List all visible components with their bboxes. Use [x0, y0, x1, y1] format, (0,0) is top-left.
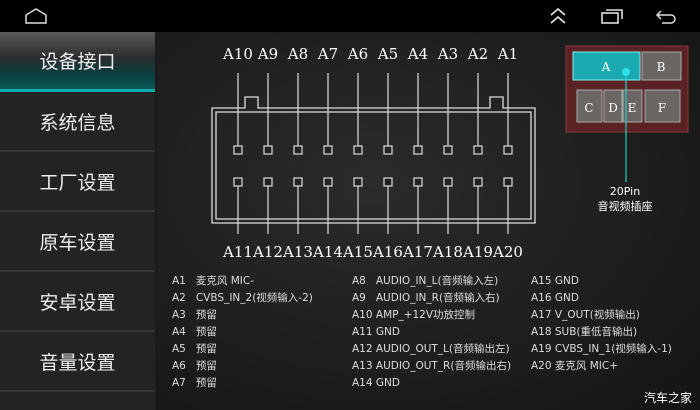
- pin-label-bottom: A19: [462, 243, 493, 261]
- pin-label-bottom: A17: [402, 243, 433, 261]
- pin-top: [413, 145, 423, 155]
- pin-bottom: [383, 177, 393, 187]
- sidebar-item-volume-settings[interactable]: 音量设置: [0, 332, 155, 392]
- pin-label-top: A2: [467, 45, 488, 63]
- pin-label-bottom: A20: [492, 243, 523, 261]
- legend-item: A5 预留: [172, 343, 217, 355]
- pin-bottom: [353, 177, 363, 187]
- legend-item: A3 预留: [172, 309, 217, 321]
- legend-item: A18 SUB(重低音输出): [531, 326, 638, 338]
- pin-label-top: A10: [222, 45, 253, 63]
- legend-item: A10 AMP_+12V功放控制: [352, 309, 476, 321]
- home-icon[interactable]: [24, 6, 48, 26]
- pin-top: [293, 145, 303, 155]
- plug-cell-d: D: [608, 101, 618, 115]
- recent-apps-icon[interactable]: [600, 6, 624, 26]
- selected-plug-marker: [622, 68, 630, 76]
- plug-cell-e: E: [628, 101, 637, 115]
- pin-top: [263, 145, 273, 155]
- legend-item: A4 预留: [172, 326, 217, 338]
- pin-bottom: [443, 177, 453, 187]
- expand-up-icon[interactable]: [546, 6, 570, 26]
- legend-item: A11 GND: [352, 326, 400, 338]
- pin-label-top: A5: [377, 45, 398, 63]
- pin-label-top: A4: [407, 45, 428, 63]
- pin-top: [473, 145, 483, 155]
- legend-item: A14 GND: [352, 377, 400, 389]
- pin-label-bottom: A14: [312, 243, 343, 261]
- pin-label-bottom: A16: [372, 243, 403, 261]
- sidebar: 设备接口 系统信息 工厂设置 原车设置 安卓设置 音量设置: [0, 32, 155, 410]
- sidebar-item-factory-settings[interactable]: 工厂设置: [0, 152, 155, 212]
- back-icon[interactable]: [654, 6, 678, 26]
- legend-item: A19 CVBS_IN_1(视频输入-1): [531, 343, 672, 355]
- pin-label-top: A3: [437, 45, 458, 63]
- plug-cell-a: A: [601, 60, 611, 74]
- legend-item: A7 预留: [172, 377, 217, 389]
- legend-item: A9 AUDIO_IN_R(音频输入右): [352, 292, 500, 304]
- pin-bottom: [323, 177, 333, 187]
- sidebar-item-device-interface[interactable]: 设备接口: [0, 32, 155, 92]
- pin-label-top: A9: [257, 45, 278, 63]
- pin-bottom: [503, 177, 513, 187]
- pin-label-top: A6: [347, 45, 368, 63]
- pin-label-top: A1: [497, 45, 518, 63]
- legend-item: A6 预留: [172, 360, 217, 372]
- pin-label-bottom: A13: [282, 243, 313, 261]
- pin-top: [233, 145, 243, 155]
- connector-housing: [211, 96, 536, 224]
- nav-bar: [0, 0, 700, 32]
- pin-top: [323, 145, 333, 155]
- pin-label-bottom: A15: [342, 243, 373, 261]
- pin-label-bottom: A11: [222, 243, 253, 261]
- sidebar-item-car-settings[interactable]: 原车设置: [0, 212, 155, 272]
- watermark: 汽车之家: [643, 391, 692, 405]
- legend-item: A16 GND: [531, 292, 579, 304]
- plug-label-name: 音视频插座: [597, 200, 653, 213]
- plug-diagram: A B C D E F: [565, 45, 689, 182]
- pin-top: [503, 145, 513, 155]
- legend-column-3: A15 GND A16 GND A17 V_OUT(视频输出) A18 SUB(…: [531, 273, 672, 375]
- plug-cell-f: F: [658, 101, 666, 115]
- pin-label-bottom: A12: [252, 243, 283, 261]
- legend-item: A1 麦克风 MIC-: [172, 275, 254, 287]
- pin-bottom: [473, 177, 483, 187]
- pin-label-top: A8: [287, 45, 308, 63]
- legend-item: A8 AUDIO_IN_L(音频输入左): [352, 275, 499, 287]
- pin-top: [353, 145, 363, 155]
- plug-label-pins: 20Pin: [609, 185, 641, 198]
- pin-top: [443, 145, 453, 155]
- legend-item: A12 AUDIO_OUT_L(音频输出左): [352, 343, 510, 355]
- plug-cell-c: C: [584, 101, 593, 115]
- legend-column-2: A8 AUDIO_IN_L(音频输入左) A9 AUDIO_IN_R(音频输入右…: [352, 273, 511, 392]
- legend-column-1: A1 麦克风 MIC- A2 CVBS_IN_2(视频输入-2) A3 预留 A…: [172, 273, 313, 392]
- legend-item: A2 CVBS_IN_2(视频输入-2): [172, 292, 313, 304]
- pin-bottom: [263, 177, 273, 187]
- legend-item: A15 GND: [531, 275, 579, 287]
- pin-bottom: [293, 177, 303, 187]
- legend-item: A20 麦克风 MIC+: [531, 360, 619, 372]
- plug-cell-b: B: [657, 60, 666, 74]
- pin-bottom: [233, 177, 243, 187]
- legend-item: A13 AUDIO_OUT_R(音频输出右): [352, 360, 512, 372]
- plug-label: 20Pin 音视频插座: [585, 184, 665, 214]
- sidebar-item-android-settings[interactable]: 安卓设置: [0, 272, 155, 332]
- pin-top: [383, 145, 393, 155]
- legend-item: A17 V_OUT(视频输出): [531, 309, 640, 321]
- pin-bottom: [413, 177, 423, 187]
- pin-label-top: A7: [317, 45, 338, 63]
- sidebar-item-system-info[interactable]: 系统信息: [0, 92, 155, 152]
- pin-label-bottom: A18: [432, 243, 463, 261]
